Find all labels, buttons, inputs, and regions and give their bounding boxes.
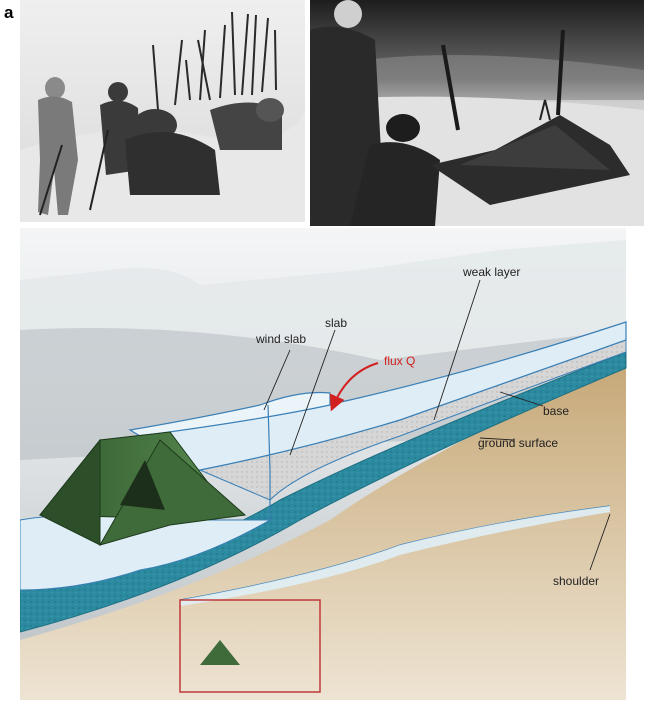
photo-a-group-digging-snow <box>20 0 305 222</box>
photo-b-collapsed-tent <box>310 0 644 226</box>
inset-tent-icon <box>200 640 240 665</box>
flux-arrow <box>329 362 379 412</box>
panel-label-a: a <box>4 3 14 22</box>
label-shoulder: shoulder <box>553 574 599 588</box>
label-ground-surface: ground surface <box>478 436 558 450</box>
diagram-canvas: weak layer slab wind slab flux Q base gr… <box>19 228 627 700</box>
label-weak-layer: weak layer <box>462 265 520 279</box>
label-slab: slab <box>325 316 347 330</box>
label-base: base <box>543 404 569 418</box>
tent-illustration <box>38 431 247 546</box>
slab-avalanche-diagram: weak layer slab wind slab flux Q base gr… <box>19 228 646 700</box>
label-wind-slab: wind slab <box>255 332 306 346</box>
label-flux: flux Q <box>384 354 415 368</box>
inset-frame <box>179 599 321 693</box>
